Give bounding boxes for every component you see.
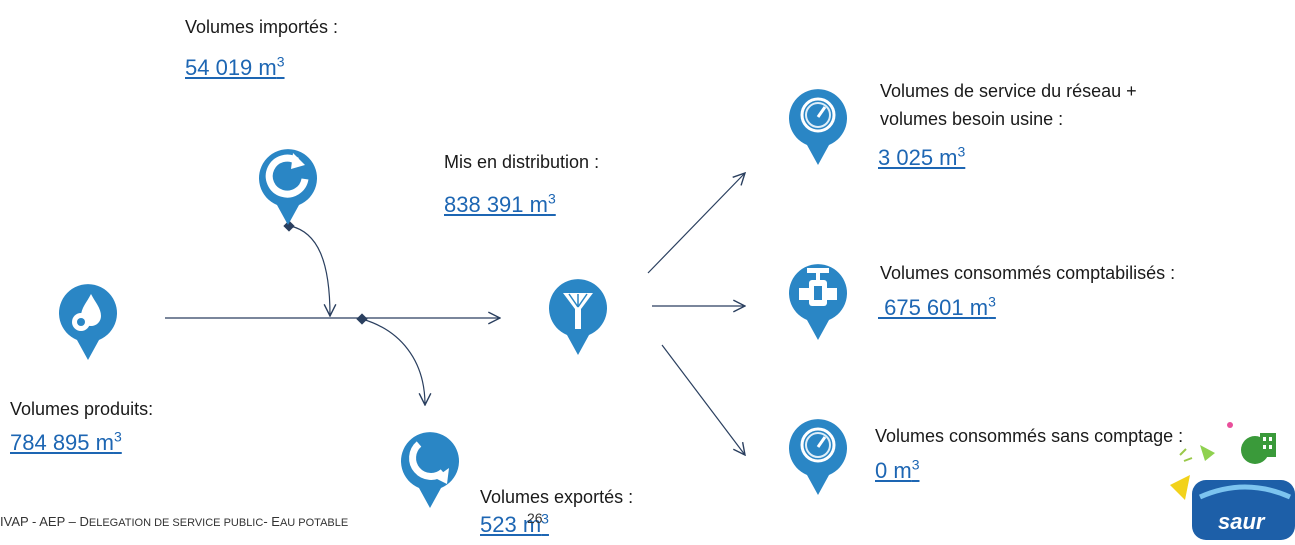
distribution-label: Mis en distribution : <box>444 152 600 172</box>
page-number: 26 <box>527 510 543 526</box>
branch-service-line <box>647 173 745 274</box>
water-meter-icon <box>787 260 849 342</box>
gauge-icon <box>787 415 849 497</box>
sans-comptage-value[interactable]: 0 m3 <box>875 456 920 483</box>
service-label-line1: Volumes de service du réseau + <box>880 81 1137 101</box>
service-label-line2: volumes besoin usine : <box>880 109 1064 129</box>
comptabilises-label: Volumes consommés comptabilisés : <box>880 263 1176 283</box>
saur-logo: saur <box>1160 405 1295 540</box>
importes-label: Volumes importés : <box>185 17 339 37</box>
service-value[interactable]: 3 025 m3 <box>878 143 966 170</box>
saur-logo-text: saur <box>1218 509 1266 534</box>
sans-comptage-label: Volumes consommés sans comptage : <box>875 426 1184 446</box>
comptabilises-value[interactable]: 675 601 m3 <box>878 293 996 320</box>
produits-label: Volumes produits: <box>10 399 154 419</box>
export-flow-curve <box>361 318 425 405</box>
export-junction-marker <box>356 313 368 325</box>
distribution-value[interactable]: 838 391 m3 <box>444 190 556 217</box>
distribution-funnel-icon <box>547 275 609 357</box>
branch-sans-comptage-line <box>661 344 745 455</box>
export-arrow-icon <box>399 428 461 510</box>
exportes-label: Volumes exportés : <box>480 487 634 507</box>
footer-text: IVAP - AEP – DELEGATION DE SERVICE PUBLI… <box>0 514 349 529</box>
import-flow-curve <box>289 225 330 316</box>
import-arrow-icon <box>257 145 319 227</box>
import-junction-marker <box>283 220 295 232</box>
gauge-icon <box>787 85 849 167</box>
exportes-value[interactable]: 523 m3 <box>480 510 549 537</box>
water-drop-gear-icon <box>57 280 119 362</box>
importes-value[interactable]: 54 019 m3 <box>185 53 285 80</box>
produits-value[interactable]: 784 895 m3 <box>10 428 122 455</box>
